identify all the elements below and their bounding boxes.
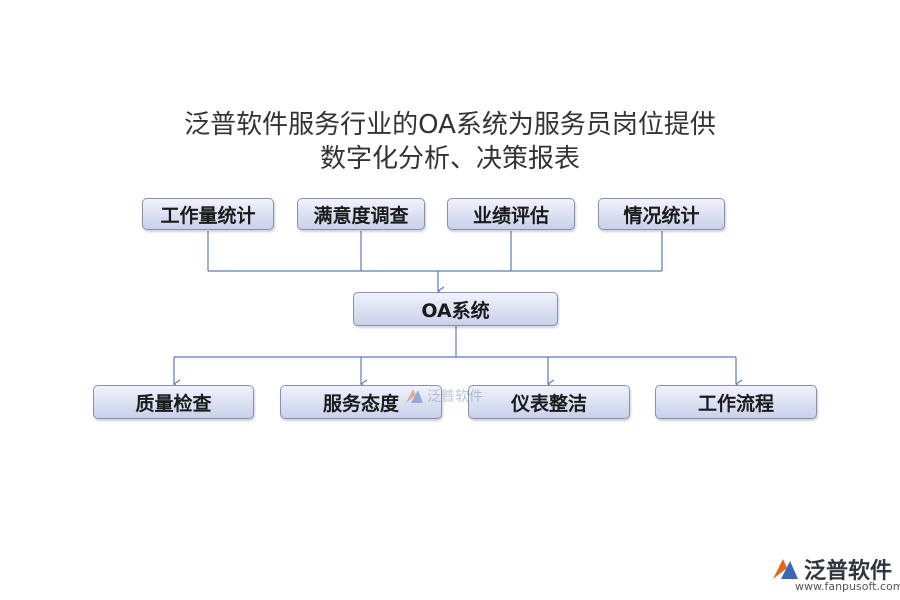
output-box-workflow: 工作流程 <box>655 385 817 419</box>
input-box-satisfaction-survey: 满意度调查 <box>297 198 425 230</box>
watermark-logo: 泛普软件 <box>403 386 483 406</box>
input-box-situation-stats: 情况统计 <box>598 198 725 230</box>
output-box-quality-check: 质量检查 <box>93 385 254 419</box>
diagram-title-line-1: 泛普软件服务行业的OA系统为服务员岗位提供 <box>184 110 716 140</box>
fanpu-logo-icon <box>406 389 423 403</box>
brand-url: www.fanpusoft.com <box>795 580 900 593</box>
input-box-workload-stats: 工作量统计 <box>142 198 274 230</box>
input-box-performance-evaluation: 业绩评估 <box>447 198 575 230</box>
output-box-appearance-tidiness: 仪表整洁 <box>468 385 630 419</box>
brand-name: 泛普软件 <box>804 559 893 584</box>
output-box-service-attitude: 服务态度 <box>280 385 442 419</box>
diagram-title-line-2: 数字化分析、决策报表 <box>319 144 580 174</box>
watermark-text: 泛普软件 <box>427 389 483 405</box>
center-box-oa-system: OA系统 <box>353 292 558 326</box>
fanpu-logo-icon <box>773 559 798 579</box>
brand-logo: 泛普软件 <box>770 553 892 585</box>
